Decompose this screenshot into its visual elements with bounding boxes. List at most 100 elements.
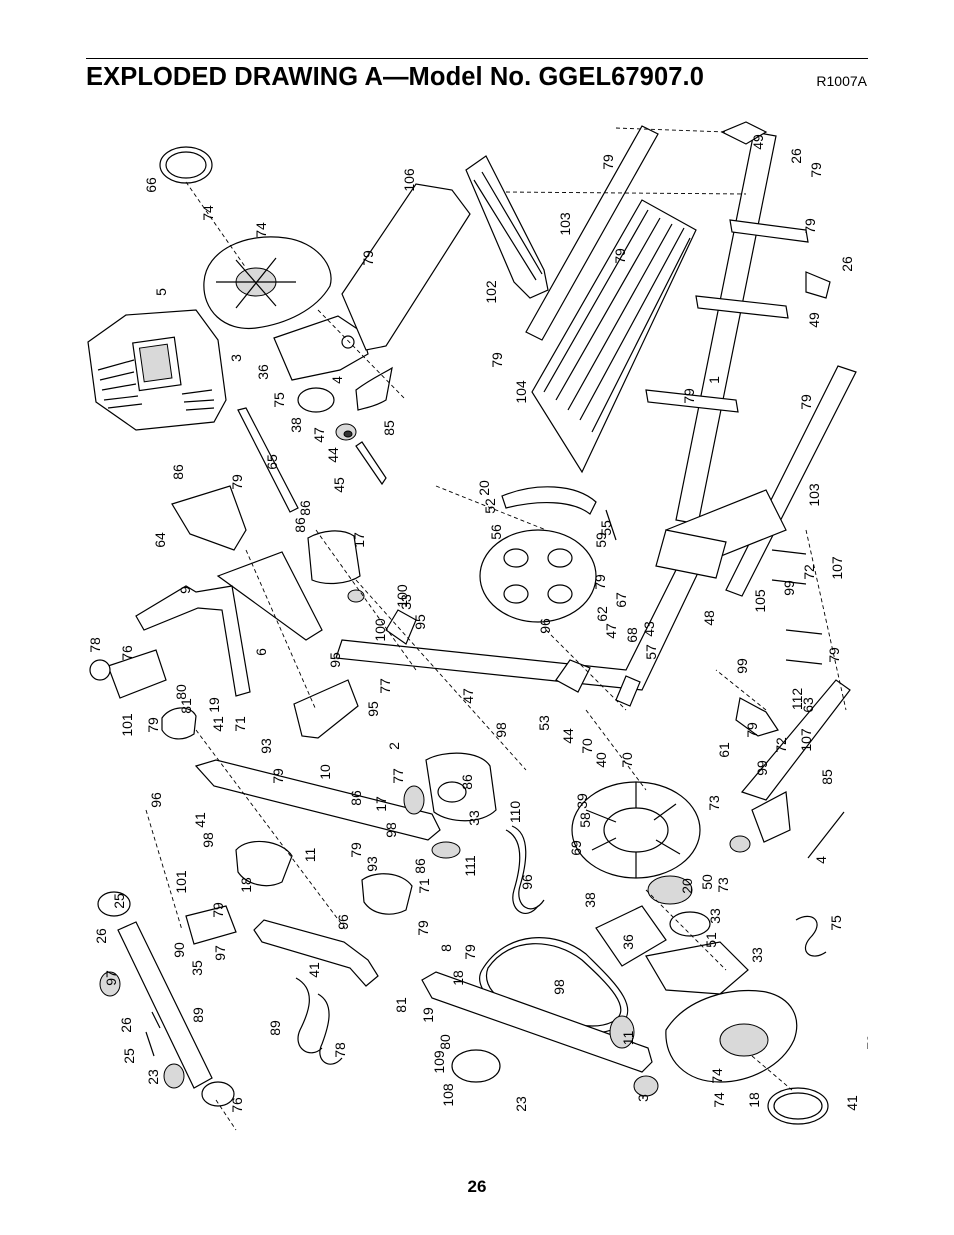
- part-number-label: 79: [415, 920, 431, 936]
- part-number-label: 73: [715, 877, 731, 893]
- lower-arm-right: [421, 971, 659, 1097]
- part-number-label: 79: [210, 902, 226, 918]
- console-mast-cover: [341, 155, 549, 351]
- part-number-label: 79: [462, 944, 478, 960]
- part-number-label: 51: [703, 932, 719, 948]
- part-number-label: 47: [311, 427, 327, 443]
- part-number-label: 66: [866, 1012, 868, 1028]
- part-number-label: 79: [592, 574, 608, 590]
- part-number-label: 44: [325, 447, 341, 463]
- part-number-label: 79: [600, 154, 616, 170]
- part-number-label: 56: [488, 524, 504, 540]
- rear-right-parts: [735, 549, 851, 957]
- part-number-label: 4: [329, 376, 345, 384]
- part-number-label: 41: [844, 1095, 860, 1111]
- part-number-label: 50: [699, 874, 715, 890]
- part-number-label: 77: [377, 678, 393, 694]
- part-number-label: 41: [192, 812, 208, 828]
- part-number-label: 58: [577, 812, 593, 828]
- wire-harness-lower: [295, 977, 343, 1065]
- part-number-label: 103: [557, 212, 573, 236]
- part-number-label: 107: [798, 728, 814, 752]
- page-number: 26: [467, 1177, 487, 1196]
- part-number-label: 99: [754, 760, 770, 776]
- part-number-label: 100: [394, 584, 410, 608]
- part-number-label: 98: [493, 722, 509, 738]
- part-number-label: 25: [121, 1048, 137, 1064]
- part-number-label: 9: [177, 586, 193, 594]
- part-number-label: 71: [232, 716, 248, 732]
- lower-arm-left: [161, 707, 441, 887]
- part-number-label: 78: [332, 1042, 348, 1058]
- wire-harness-upper: [505, 825, 545, 914]
- part-number-label: 35: [189, 960, 205, 976]
- part-number-label: 80: [437, 1034, 453, 1050]
- part-number-label: 41: [306, 962, 322, 978]
- part-number-label: 79: [360, 250, 376, 266]
- part-number-label: 17: [351, 532, 367, 548]
- part-number-label: 76: [119, 645, 135, 661]
- part-number-label: 55: [598, 520, 614, 536]
- part-number-label: 86: [412, 858, 428, 874]
- part-number-label: 86: [459, 774, 475, 790]
- part-number-label: 98: [551, 979, 567, 995]
- part-number-label: 79: [489, 352, 505, 368]
- part-number-label: 73: [706, 795, 722, 811]
- flywheel-disc: [479, 486, 617, 623]
- part-number-label: 106: [401, 168, 417, 192]
- part-number-label: 72: [801, 564, 817, 580]
- fan-shroud-bottom: [665, 989, 829, 1125]
- part-number-label: 98: [383, 822, 399, 838]
- part-number-label: 69: [568, 840, 584, 856]
- part-number-label: 85: [819, 769, 835, 785]
- upper-arm-right: [185, 873, 413, 987]
- part-number-label: 36: [255, 364, 271, 380]
- part-number-label: 93: [364, 856, 380, 872]
- part-number-label: 79: [864, 1034, 868, 1050]
- crank-housing: [403, 752, 497, 859]
- flywheel: [571, 781, 751, 995]
- part-number-label: 59: [593, 532, 609, 548]
- part-number-label: 19: [206, 697, 222, 713]
- part-number-label: 109: [431, 1050, 447, 1074]
- part-number-label: 96: [519, 874, 535, 890]
- part-number-label: 33: [749, 947, 765, 963]
- part-number-label: 93: [258, 738, 274, 754]
- part-number-label: 79: [798, 394, 814, 410]
- part-number-label: 79: [681, 388, 697, 404]
- part-number-label: 49: [806, 312, 822, 328]
- part-number-label: 38: [582, 892, 598, 908]
- part-number-label: 66: [143, 177, 159, 193]
- part-number-label: 96: [537, 618, 553, 634]
- part-number-label: 72: [773, 737, 789, 753]
- part-number-label: 95: [365, 701, 381, 717]
- part-number-label: 74: [711, 1092, 727, 1108]
- part-number-label: 47: [603, 623, 619, 639]
- part-number-label: 33: [466, 810, 482, 826]
- part-number-label: 107: [829, 556, 845, 580]
- part-number-label: 33: [398, 594, 414, 610]
- part-number-label: 86: [297, 500, 313, 516]
- part-number-label: 57: [643, 644, 659, 660]
- part-number-label: 89: [190, 1007, 206, 1023]
- part-number-label: 3: [635, 1094, 651, 1102]
- page-title: EXPLODED DRAWING A—Model No. GGEL67907.0: [86, 63, 704, 91]
- main-frame: [335, 529, 727, 707]
- part-number-label: 11: [302, 848, 318, 863]
- part-number-label: 81: [178, 698, 194, 714]
- part-number-label: 26: [93, 928, 109, 944]
- part-number-label: 10: [317, 764, 333, 780]
- front-stabilizer: [97, 891, 235, 1107]
- part-number-label: 40: [593, 752, 609, 768]
- alignment-lines: [145, 127, 847, 1131]
- part-number-label: 111: [462, 855, 478, 876]
- part-number-label: 100: [372, 618, 388, 642]
- part-number-label: 18: [238, 877, 254, 893]
- part-number-label: 99: [734, 658, 750, 674]
- part-number-label: 79: [808, 162, 824, 178]
- part-number-label: 86: [348, 790, 364, 806]
- part-number-label: 8: [438, 944, 454, 952]
- part-number-label: 23: [145, 1069, 161, 1085]
- part-number-label: 26: [839, 256, 855, 272]
- part-labels: 6674745336753847444548510679102103791047…: [87, 134, 868, 1113]
